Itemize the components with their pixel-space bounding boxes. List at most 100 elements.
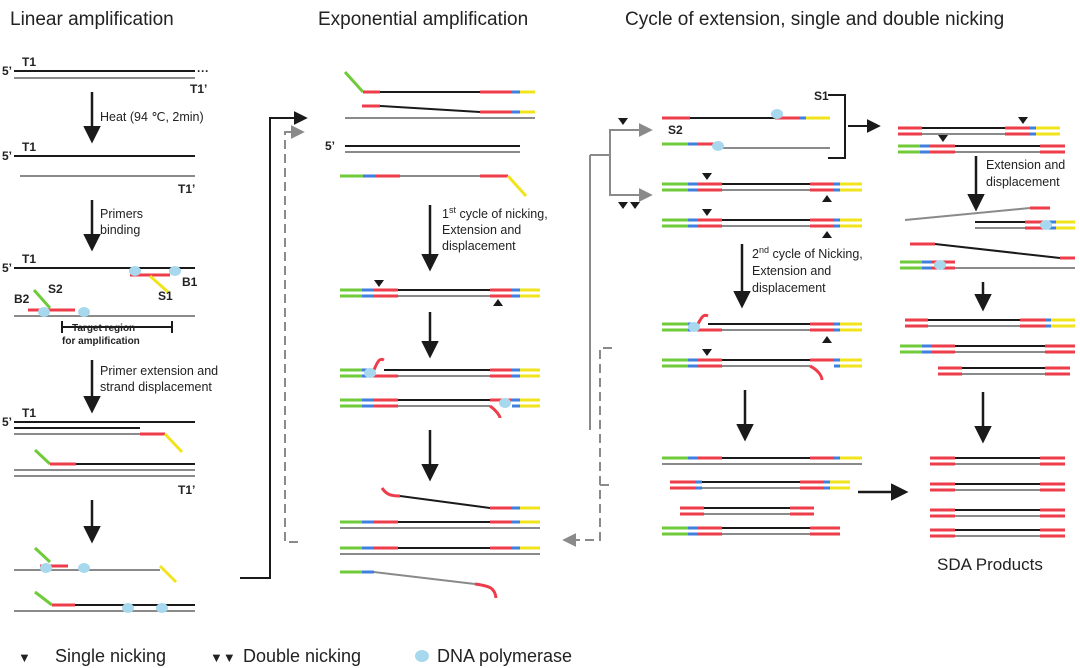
label-sda-products: SDA Products <box>937 555 1043 574</box>
nick-marker-icon <box>938 135 948 142</box>
polymerase-icon <box>122 603 134 613</box>
dsdna-row <box>340 357 540 378</box>
dsdna-row <box>905 318 1075 328</box>
polymerase-icon <box>364 368 376 378</box>
dsdna-row <box>680 506 814 516</box>
primer-s1-tail <box>149 274 169 294</box>
label-primer-extension: Primer extension and <box>100 364 218 378</box>
label-displacement: displacement <box>442 239 516 253</box>
feedback-arrow-dashed <box>562 347 612 547</box>
label-t1prime: T1’ <box>190 82 207 96</box>
dsdna-row <box>340 520 540 529</box>
connector-arrow <box>240 111 308 579</box>
label-t1prime: T1’ <box>178 483 195 497</box>
nick-marker-icon <box>702 349 712 356</box>
cycle-panel: S2 S1 <box>662 89 909 536</box>
nick-marker-icon <box>822 231 832 238</box>
label-s2: S2 <box>48 282 63 296</box>
dsdna-row <box>662 526 840 536</box>
exponential-amplification-panel: 5’ 1st cycle of nicking, Extension and d… <box>325 70 548 599</box>
dsdna-row <box>662 456 862 465</box>
nick-marker-icon <box>702 209 712 216</box>
linear-amplification-panel: 5’ T1 ··· T1’ Heat (94 ℃, 2min) 5’ T1 T1… <box>2 55 218 613</box>
nick-marker-icon <box>374 280 384 287</box>
label-primers: Primers <box>100 207 143 221</box>
single-nick-icon <box>618 118 628 125</box>
dsdna-row <box>900 344 1075 354</box>
polymerase-icon <box>688 322 700 332</box>
label-b1: B1 <box>182 275 198 289</box>
dsdna-row <box>900 260 1075 270</box>
connector-arrow-dashed <box>284 125 305 543</box>
label-5prime: 5’ <box>325 139 335 153</box>
label-extension-and: Extension and <box>442 223 521 237</box>
polymerase-icon <box>712 141 724 151</box>
label-target-region: Target region <box>72 323 135 334</box>
label-s2: S2 <box>668 123 683 137</box>
single-nick-icon: ▼ <box>18 650 31 665</box>
polymerase-icon <box>38 307 50 317</box>
nick-marker-icon <box>1018 117 1028 124</box>
label-t1: T1 <box>22 406 36 420</box>
strand-dots: ··· <box>197 64 209 78</box>
title-linear-amplification: Linear amplification <box>10 9 174 30</box>
label-for-amplification: for amplification <box>62 336 140 347</box>
primer-s2-tail <box>32 289 52 309</box>
dsdna-row <box>938 366 1070 376</box>
polymerase-icon <box>156 603 168 613</box>
nick-marker-icon <box>822 336 832 343</box>
title-exponential-amplification: Exponential amplification <box>318 9 528 30</box>
cycle-panel-right: Extension and displacement <box>898 117 1075 574</box>
dsdna-row <box>662 313 862 343</box>
label-extension-and: Extension and <box>752 264 831 278</box>
dsdna-row <box>340 398 540 419</box>
sda-product-row <box>930 528 1065 538</box>
branch-arrow <box>589 118 653 430</box>
label-displacement: displacement <box>752 281 826 295</box>
polymerase-icon <box>1040 220 1052 230</box>
legend-dna-polymerase: DNA polymerase <box>437 646 572 666</box>
legend-double-nicking: Double nicking <box>243 646 361 666</box>
label-s1: S1 <box>158 289 173 303</box>
label-2nd-cycle: 2nd cycle of Nicking, <box>752 245 863 261</box>
polymerase-icon <box>78 307 90 317</box>
label-b2: B2 <box>14 292 30 306</box>
label-5prime: 5’ <box>2 261 12 275</box>
label-1st-cycle: 1st cycle of nicking, <box>442 205 548 221</box>
double-nick-icon: ▼▼ <box>210 650 236 665</box>
polymerase-icon <box>78 563 90 573</box>
label-t1: T1 <box>22 252 36 266</box>
label-displacement: displacement <box>986 175 1060 189</box>
dsdna-row <box>898 135 1065 154</box>
dsdna-row <box>662 349 862 381</box>
label-s1: S1 <box>814 89 829 103</box>
label-5prime: 5’ <box>2 149 12 163</box>
dsdna-row <box>975 220 1075 230</box>
double-nick-icon <box>618 202 628 209</box>
polymerase-icon <box>415 650 429 662</box>
label-heat: Heat (94 ℃, 2min) <box>100 110 204 124</box>
polymerase-icon <box>129 266 141 276</box>
label-5prime: 5’ <box>2 64 12 78</box>
legend: ▼ Single nicking ▼▼ Double nicking DNA p… <box>18 646 572 666</box>
double-nick-icon <box>630 202 640 209</box>
dsdna-row <box>662 209 862 238</box>
polymerase-icon <box>934 260 946 270</box>
dsdna-row <box>898 117 1060 136</box>
legend-single-nicking: Single nicking <box>55 646 166 666</box>
dsdna-row <box>662 173 862 202</box>
label-binding: binding <box>100 223 140 237</box>
label-5prime: 5’ <box>2 415 12 429</box>
dsdna-row <box>340 546 540 555</box>
sda-product-row <box>930 508 1065 518</box>
sda-product-row <box>930 456 1065 466</box>
nick-marker-icon <box>822 195 832 202</box>
label-t1: T1 <box>22 140 36 154</box>
dsdna-row <box>670 480 850 490</box>
title-cycle: Cycle of extension, single and double ni… <box>625 9 1004 30</box>
label-strand-displacement: strand displacement <box>100 380 212 394</box>
label-t1: T1 <box>22 55 36 69</box>
polymerase-icon <box>169 266 181 276</box>
nick-marker-icon <box>493 299 503 306</box>
